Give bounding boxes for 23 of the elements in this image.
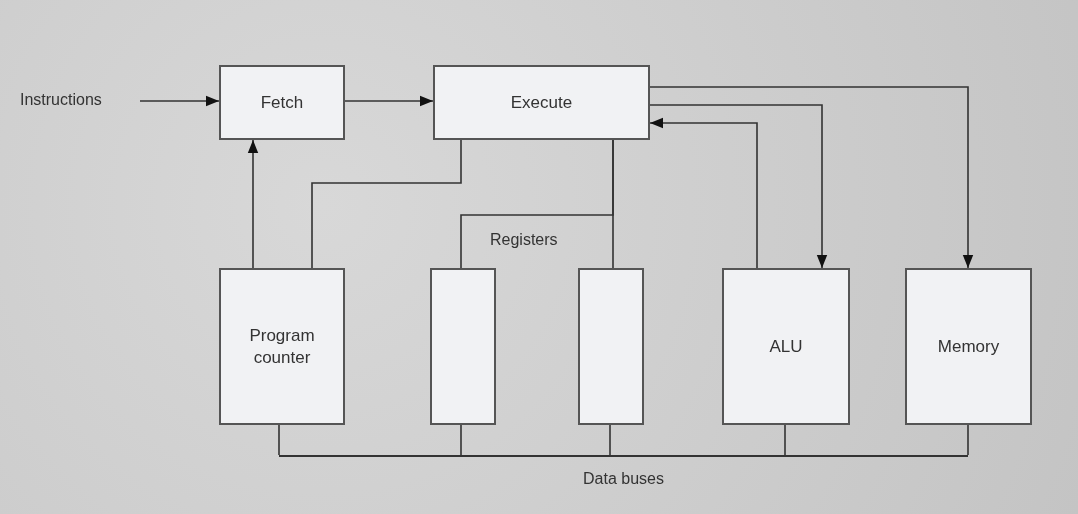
arrow <box>649 86 974 269</box>
arrow <box>247 139 259 269</box>
process-box: Execute <box>433 65 650 140</box>
data-bus: Data buses <box>279 455 968 491</box>
register-box <box>430 268 496 425</box>
arrow <box>649 104 828 269</box>
connector-line <box>967 424 969 456</box>
group-label: Registers <box>490 230 558 250</box>
connector-line <box>278 424 280 456</box>
process-box: Fetch <box>219 65 345 140</box>
process-box: Program counter <box>219 268 345 425</box>
register-box <box>578 268 644 425</box>
arrow <box>649 117 758 269</box>
connector-line <box>612 139 614 269</box>
arrow <box>344 95 434 107</box>
input-label: Instructions <box>20 88 140 112</box>
connector-line <box>311 139 462 269</box>
connector-line <box>609 424 611 456</box>
process-box: ALU <box>722 268 850 425</box>
connector-line <box>784 424 786 456</box>
connector-line <box>460 424 462 456</box>
arrow <box>139 95 220 107</box>
process-box: Memory <box>905 268 1032 425</box>
